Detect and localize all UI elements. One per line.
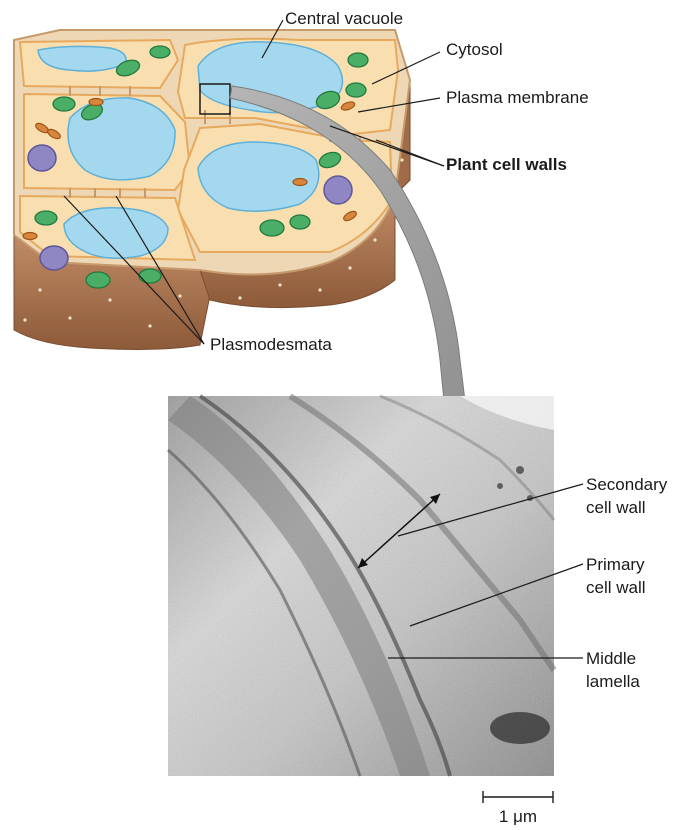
mitochondrion [89, 99, 103, 106]
label-cytosol: Cytosol [446, 40, 503, 59]
chloroplast [150, 46, 170, 58]
chloroplast [290, 215, 310, 229]
label-central-vacuole: Central vacuole [285, 9, 403, 28]
chloroplast [35, 211, 57, 225]
chloroplast [53, 97, 75, 111]
chloroplast [139, 269, 161, 283]
scale-bar [483, 791, 553, 803]
label-primary-cell-wall: Primary cell wall [586, 555, 649, 597]
label-middle-lamella: Middle lamella [586, 649, 641, 691]
mitochondrion [293, 179, 307, 186]
chloroplast [260, 220, 284, 236]
chloroplast [348, 53, 368, 67]
label-plasma-membrane: Plasma membrane [446, 88, 589, 107]
mitochondrion [23, 233, 37, 240]
nucleus-1 [28, 145, 56, 171]
label-plant-cell-walls: Plant cell walls [446, 155, 567, 174]
nucleus-2 [40, 246, 68, 270]
chloroplast [346, 83, 366, 97]
nucleus-3 [324, 176, 352, 204]
cell-block-diagram [14, 30, 410, 349]
label-secondary-cell-wall: Secondary cell wall [586, 475, 672, 517]
electron-micrograph [168, 396, 554, 776]
scale-bar-label: 1 μm [499, 807, 537, 826]
chloroplast [86, 272, 110, 288]
label-plasmodesmata: Plasmodesmata [210, 335, 332, 354]
vacuole-right-middle [198, 142, 319, 211]
